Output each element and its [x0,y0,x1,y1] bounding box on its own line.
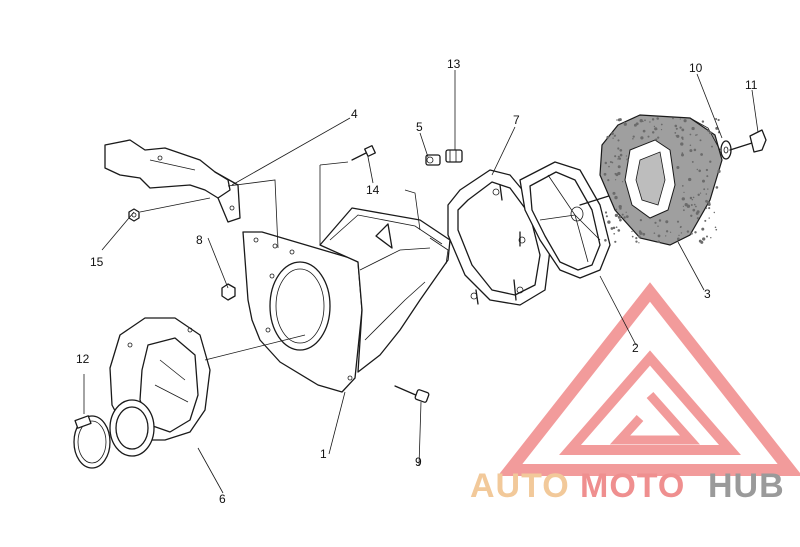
callout-6: 6 [219,492,226,506]
watermark-moto: MOTO [580,467,685,505]
part-9-bolt [394,385,430,403]
callout-9: 9 [415,455,422,469]
part-13-bolt [445,149,463,163]
watermark-g-stroke [609,392,701,445]
callout-12: 12 [76,352,90,366]
leader-lines [83,70,759,494]
part-6-intake-boot [109,317,211,457]
callout-7: 7 [513,113,520,127]
callout-1: 1 [320,447,327,461]
callout-3: 3 [704,287,711,301]
callout-15: 15 [90,255,104,269]
watermark-text: AUTO MOTO HUB [470,467,785,505]
watermark-logo [497,282,800,476]
part-3-foam-filter [599,114,723,246]
part-4-bracket [104,139,241,223]
part-8-nut [221,283,236,301]
callout-13: 13 [447,57,461,71]
callout-11: 11 [745,78,758,92]
callout-14: 14 [366,183,380,197]
part-14-screw [351,145,376,161]
part-2-filter-cage [519,161,629,279]
part-15-nut [128,208,140,222]
callout-2: 2 [632,341,639,355]
callout-8: 8 [196,233,203,247]
callout-5: 5 [416,120,423,134]
part-11-wing-screw [729,129,767,153]
watermark-triangle-inner [559,350,741,455]
foam-texture [603,117,721,244]
part-12-hose-clamp [73,415,111,469]
callout-4: 4 [351,107,358,121]
watermark-auto: AUTO [470,467,570,505]
watermark-triangle-outer [497,282,800,476]
watermark-hub: HUB [708,467,785,505]
callouts: 1 2 3 4 5 6 7 8 9 10 11 12 13 14 15 [76,57,758,506]
part-5-fitting [425,154,441,166]
callout-10: 10 [689,61,703,75]
part-1-airbox-housing [242,207,451,393]
